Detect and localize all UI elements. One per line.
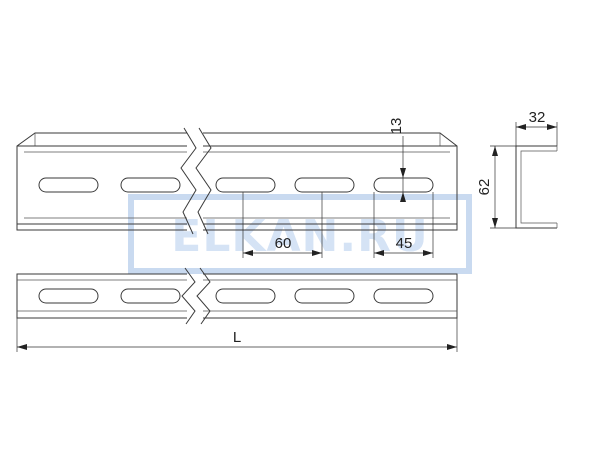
top-rail-view bbox=[16, 127, 458, 235]
bottom-rail-outline-right bbox=[203, 273, 458, 319]
top-slot-5 bbox=[373, 177, 434, 193]
dim-45-arrow-right bbox=[423, 250, 433, 256]
dimension-slot-length: 45 bbox=[373, 192, 434, 258]
bottom-rail-view bbox=[16, 267, 458, 325]
bottom-slot-4 bbox=[294, 288, 355, 304]
top-slot-4 bbox=[294, 177, 355, 193]
dim-L-label: L bbox=[233, 329, 241, 346]
dim-32-arrow-right bbox=[547, 124, 557, 130]
bottom-rail-outline-left bbox=[16, 273, 187, 319]
dim-62-arrow-top bbox=[492, 146, 498, 156]
profile-inner bbox=[520, 150, 557, 224]
top-slot-3 bbox=[215, 177, 276, 193]
profile-section bbox=[515, 145, 558, 229]
dim-60-arrow-right bbox=[312, 250, 322, 256]
watermark-text: ELKAN.RU bbox=[171, 211, 428, 262]
dim-L-arrow-right bbox=[447, 344, 457, 350]
watermark: ELKAN.RU bbox=[128, 194, 472, 274]
dimension-profile-height: 62 bbox=[476, 145, 516, 229]
dim-45-arrow-left bbox=[374, 250, 384, 256]
dim-62-arrow-bottom bbox=[492, 218, 498, 228]
bottom-break-line-b bbox=[196, 267, 211, 325]
watermark-frame bbox=[128, 194, 472, 274]
dim-62-label: 62 bbox=[476, 179, 493, 196]
bottom-slot-1 bbox=[38, 288, 99, 304]
dim-L-arrow-left bbox=[17, 344, 27, 350]
dimension-profile-width: 32 bbox=[515, 109, 558, 146]
dim-60-label: 60 bbox=[275, 235, 292, 252]
dim-32-arrow-left bbox=[516, 124, 526, 130]
bottom-slot-2 bbox=[120, 288, 181, 304]
top-break-line-a bbox=[180, 127, 197, 235]
dimension-slot-height: 13 bbox=[388, 118, 406, 202]
bottom-slot-5 bbox=[373, 288, 434, 304]
bottom-slot-3 bbox=[215, 288, 276, 304]
top-break-line-b bbox=[195, 127, 212, 235]
dimension-length: L bbox=[16, 318, 458, 352]
dim-13-arrow-bottom bbox=[400, 192, 406, 202]
dim-60-arrow-left bbox=[243, 250, 253, 256]
dim-13-label: 13 bbox=[388, 118, 405, 135]
top-rail-outline-left bbox=[16, 132, 187, 231]
profile-outer bbox=[515, 145, 557, 229]
dim-32-label: 32 bbox=[529, 109, 546, 126]
dim-45-label: 45 bbox=[396, 235, 413, 252]
top-slot-1 bbox=[38, 177, 99, 193]
dimension-slot-pitch: 60 bbox=[242, 192, 323, 258]
bottom-break-line-a bbox=[181, 267, 196, 325]
top-slot-2 bbox=[120, 177, 181, 193]
dim-13-arrow-top bbox=[400, 168, 406, 178]
